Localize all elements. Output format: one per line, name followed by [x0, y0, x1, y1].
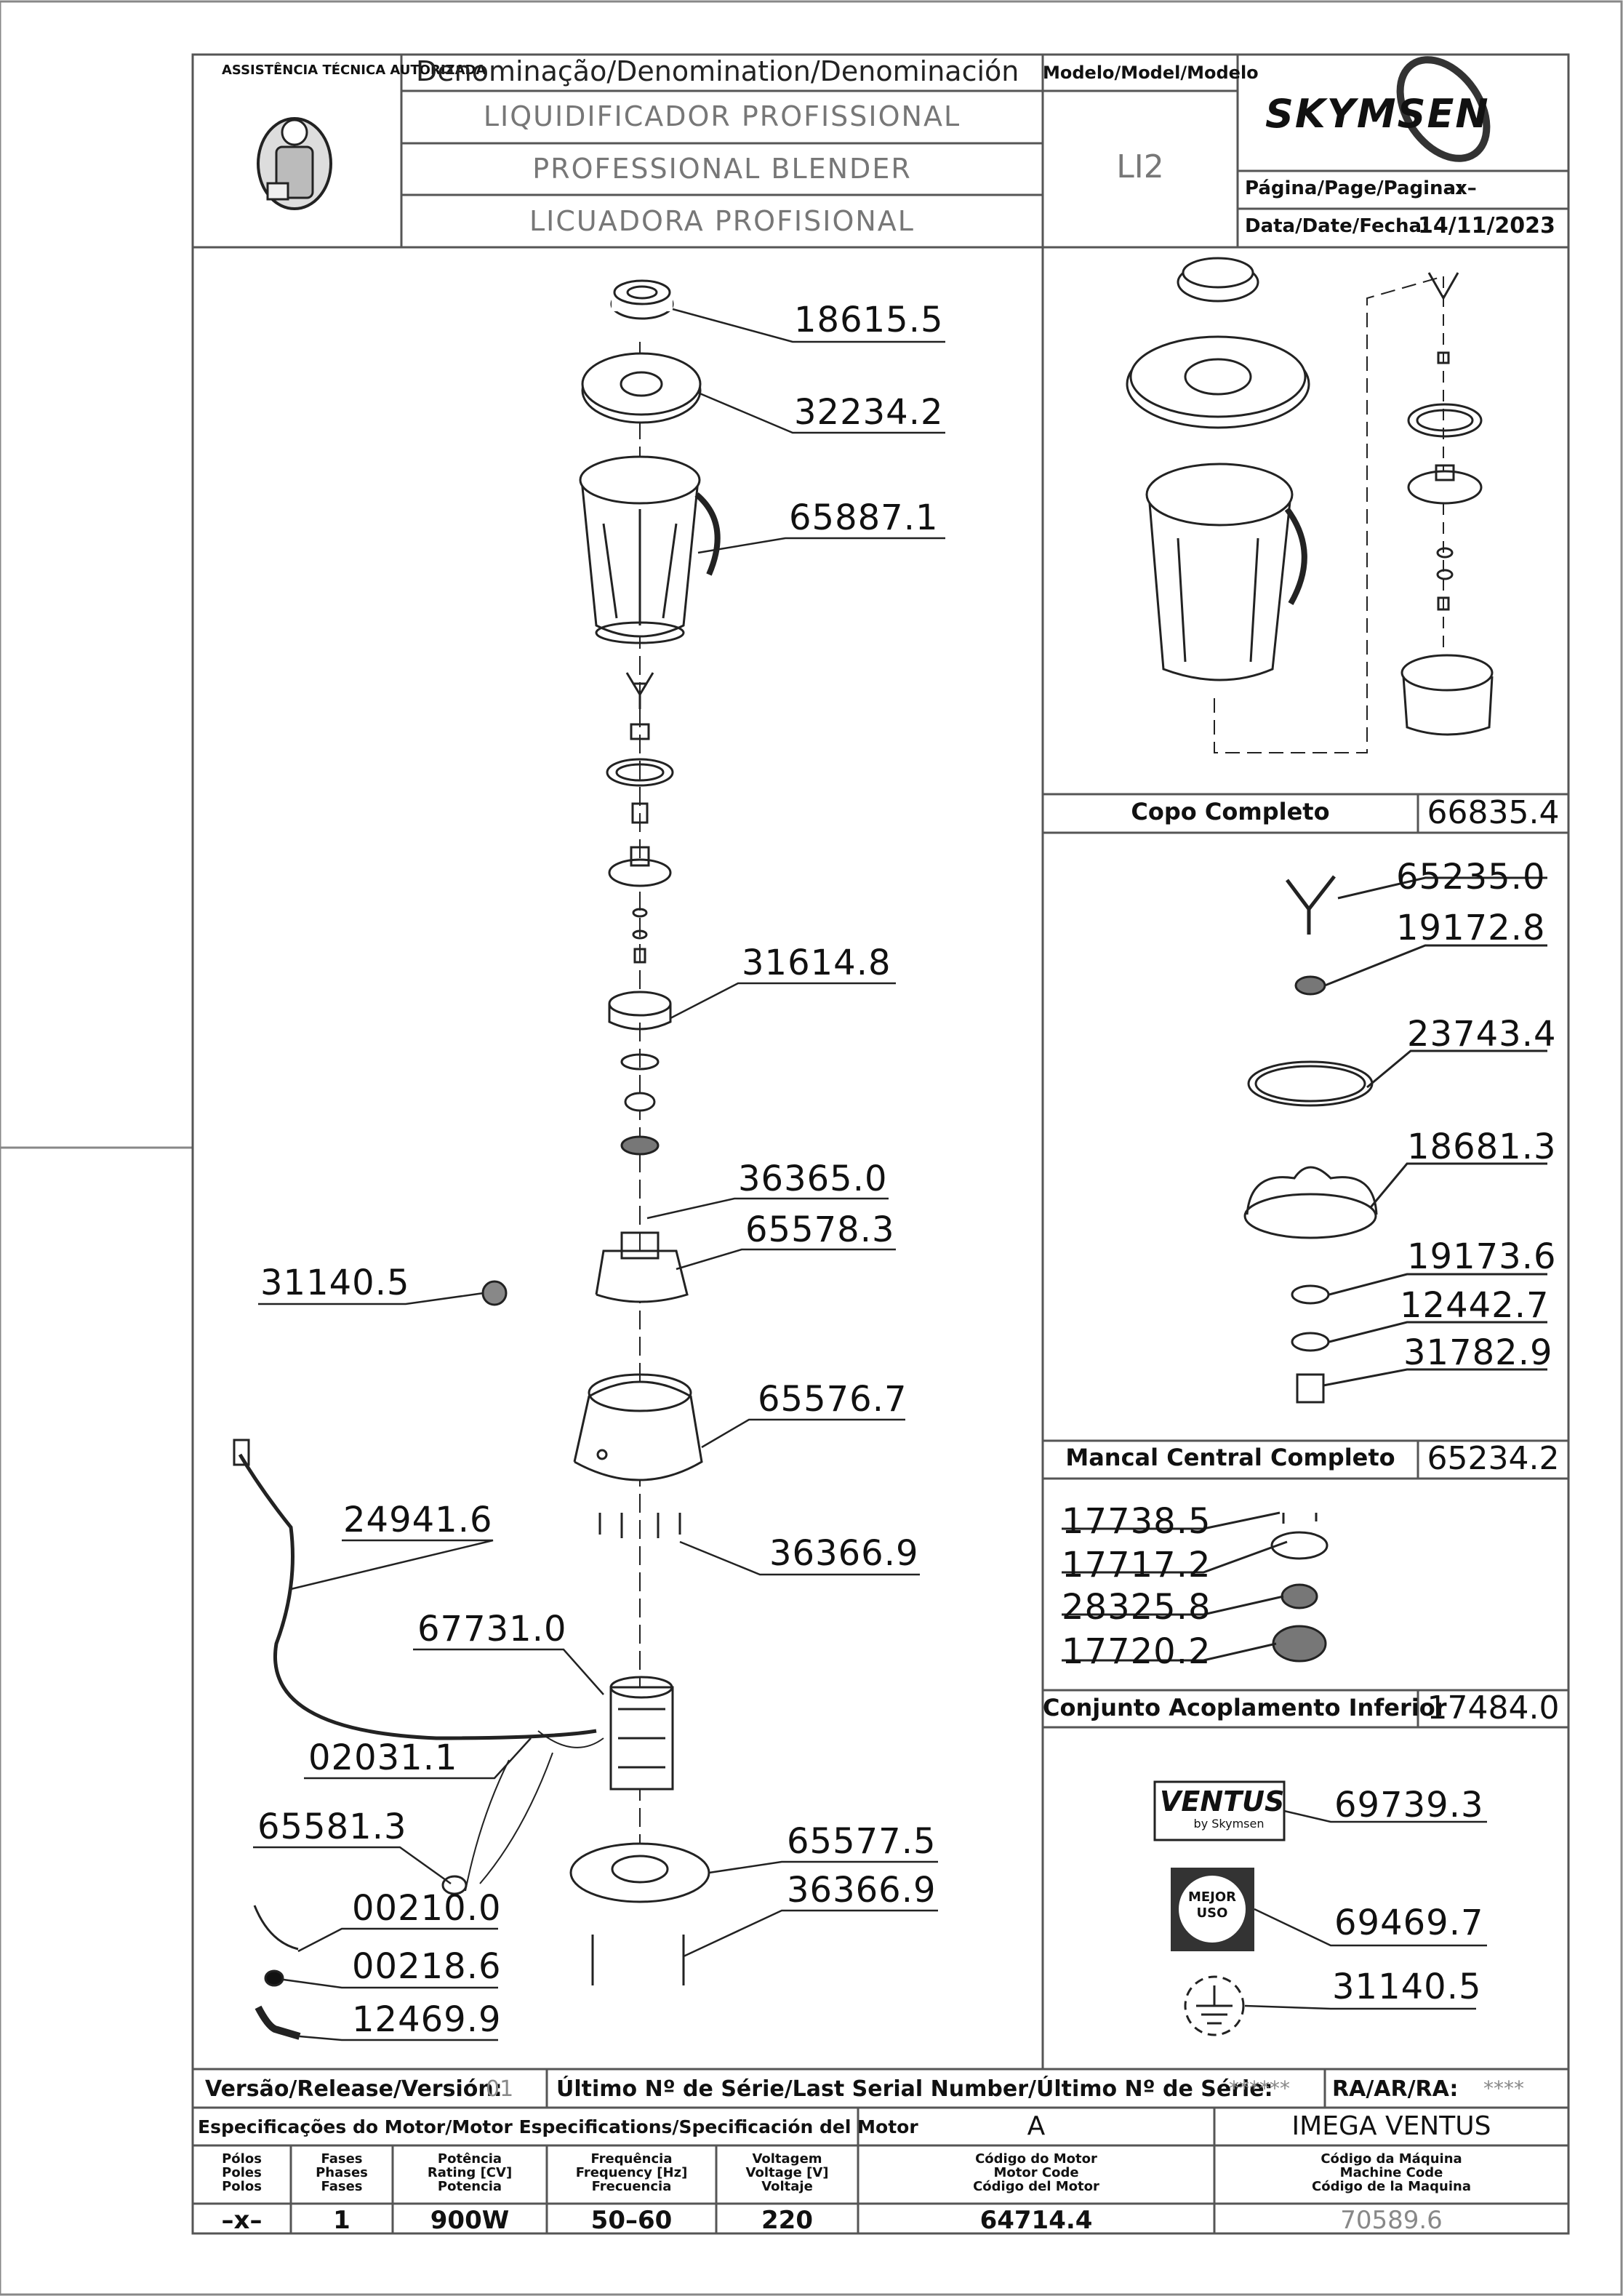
part-label: 19173.6: [1407, 1236, 1557, 1277]
part-label: 24941.6: [343, 1500, 493, 1540]
machine-name: IMEGA VENTUS: [1291, 2111, 1491, 2141]
col-header-fases: Fases Phases Fases: [316, 2151, 368, 2194]
name-es: LICUADORA PROFISIONAL: [529, 205, 915, 237]
model-value: LI2: [1116, 148, 1164, 185]
part-label: 02031.1: [308, 1737, 458, 1778]
part-label: 36366.9: [787, 1870, 937, 1911]
copo-completo-drawing: [1126, 257, 1494, 753]
brand-name: SKYMSEN: [1265, 91, 1490, 137]
col-header-voltagem: Voltagem Voltage [V] Voltaje: [745, 2151, 829, 2194]
value-motor-code: 64714.4: [979, 2206, 1093, 2235]
part-label: 65235.0: [1396, 857, 1546, 897]
value-frequencia: 50–60: [590, 2206, 673, 2235]
motor-code-letter: A: [1027, 2111, 1046, 2141]
ventus-label-drawing: [1153, 1780, 1286, 1841]
leader-lines: [253, 308, 945, 2041]
value-polos: –x–: [221, 2206, 263, 2235]
part-label: 17717.2: [1062, 1545, 1211, 1585]
part-label: 31614.8: [742, 943, 891, 983]
name-en: PROFESSIONAL BLENDER: [532, 153, 912, 185]
serial-value: ******: [1229, 2076, 1290, 2100]
main-exploded-view: [233, 279, 721, 2040]
part-label: 65576.7: [758, 1379, 907, 1420]
part-label: 12469.9: [352, 1999, 502, 2040]
part-label: 65581.3: [257, 1807, 407, 1847]
part-label: 18615.5: [794, 300, 944, 340]
kit-name-mancal: Mancal Central Completo: [1065, 1444, 1395, 1471]
part-label: 65578.3: [745, 1209, 895, 1250]
part-label: 31140.5: [260, 1263, 410, 1303]
page-label: Página/Page/Pagina:: [1245, 177, 1464, 199]
col-header-polos: Pólos Poles Polos: [222, 2151, 262, 2194]
ra-label: RA/AR/RA:: [1332, 2076, 1459, 2102]
kit-name-copo: Copo Completo: [1131, 798, 1330, 825]
ra-value: ****: [1483, 2076, 1524, 2100]
part-label: 23743.4: [1407, 1014, 1557, 1055]
ventus-logo-text: VENTUS: [1160, 1785, 1285, 1817]
value-potencia: 900W: [430, 2206, 510, 2235]
part-label: 18681.3: [1407, 1127, 1557, 1167]
part-label: 31140.5: [1332, 1967, 1482, 2007]
part-label: 67731.0: [417, 1609, 567, 1649]
mejor-uso-text: MEJOR USO: [1187, 1889, 1237, 1921]
assistencia-tecnica-seal: [257, 117, 332, 210]
part-label: 19172.8: [1396, 908, 1546, 948]
part-label: 36366.9: [769, 1533, 919, 1574]
col-header-motor-code: Código do Motor Motor Code Código del Mo…: [973, 2151, 1099, 2194]
denomination-label: Denominação/Denomination/Denominación: [416, 55, 1019, 87]
page-value: –x–: [1446, 177, 1477, 199]
seal-text: ASSISTÊNCIA TÉCNICA AUTORIZADA: [222, 63, 486, 78]
version-label: Versão/Release/Versión:: [205, 2076, 502, 2102]
kit-code-mancal: 65234.2: [1427, 1440, 1560, 1477]
mancal-central-drawing: [1243, 875, 1547, 1404]
value-machine-code: 70589.6: [1340, 2206, 1443, 2235]
kit-name-acoplamento: Conjunto Acoplamento Inferior: [1043, 1694, 1447, 1721]
ventus-logo-subtext: by Skymsen: [1193, 1817, 1265, 1831]
value-voltagem: 220: [761, 2206, 813, 2235]
col-header-machine-code: Código da Máquina Machine Code Código de…: [1312, 2151, 1471, 2194]
part-label: 00218.6: [352, 1946, 502, 1987]
version-value: 01: [486, 2076, 514, 2102]
part-label: 69739.3: [1334, 1785, 1484, 1825]
col-header-frequencia: Frequência Frequency [Hz] Frecuencia: [575, 2151, 688, 2194]
col-header-potencia: Potência Rating [CV] Potencia: [427, 2151, 513, 2194]
motor-spec-label: Especificações do Motor/Motor Especifica…: [198, 2116, 918, 2137]
date-value: 14/11/2023: [1418, 213, 1555, 239]
part-label: 00210.0: [352, 1888, 502, 1929]
part-label: 36365.0: [738, 1159, 888, 1199]
acoplamento-inferior-drawing: [1062, 1511, 1329, 1663]
part-label: 65887.1: [789, 497, 939, 538]
part-label: 69469.7: [1334, 1903, 1484, 1943]
kit-code-acoplamento: 17484.0: [1427, 1689, 1560, 1727]
part-label: 17738.5: [1062, 1501, 1211, 1542]
serial-label: Último Nº de Série/Last Serial Number/Úl…: [556, 2076, 1273, 2102]
part-label: 31782.9: [1403, 1332, 1553, 1373]
mejor-uso-label-drawing: [1171, 1868, 1254, 1951]
value-fases: 1: [333, 2206, 350, 2235]
date-label: Data/Date/Fecha:: [1245, 215, 1430, 237]
part-label: 65577.5: [787, 1821, 937, 1862]
skymsen-logo: [1396, 56, 1491, 162]
part-label: 32234.2: [794, 392, 944, 433]
kit-code-copo: 66835.4: [1427, 794, 1560, 831]
part-label: 28325.8: [1062, 1587, 1211, 1628]
ground-symbol-icon: [1184, 1975, 1245, 2036]
part-label: 12442.7: [1400, 1285, 1550, 1326]
model-label: Modelo/Model/Modelo: [1043, 63, 1259, 83]
name-pt: LIQUIDIFICADOR PROFISSIONAL: [483, 100, 961, 132]
part-label: 17720.2: [1062, 1631, 1211, 1672]
